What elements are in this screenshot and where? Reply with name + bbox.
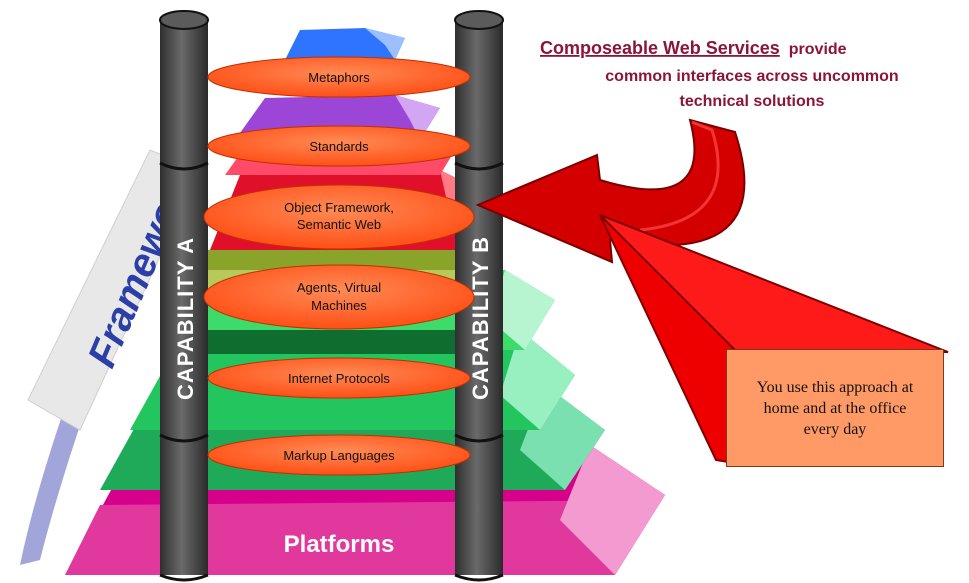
layer-olive [205,250,465,270]
note-text: You use this approach at home and at the… [756,378,914,438]
capability-a-label: CAPABILITY A [173,237,198,400]
curved-arrow [475,118,746,264]
caption-line1-suffix: provide [789,41,847,58]
internet-protocols-label: Internet Protocols [288,371,390,386]
caption: Composeable Web Services provide common … [540,38,899,110]
pillar-capability-a: CAPABILITY A [159,10,209,582]
caption-title: Composeable Web Services [540,38,780,58]
oval-internet-protocols: Internet Protocols [207,357,471,399]
caption-line2: common interfaces across uncommon [605,68,898,85]
oval-standards: Standards [207,125,471,167]
oval-markup-languages: Markup Languages [207,434,471,476]
oval-agents: Agents, Virtual Machines [203,264,475,330]
caption-line1: Composeable Web Services provide [540,38,847,58]
object-framework-label-line2: Semantic Web [297,217,381,232]
standards-label: Standards [309,139,369,154]
oval-metaphors: Metaphors [207,56,471,98]
markup-languages-label: Markup Languages [283,448,395,463]
object-framework-label-line1: Object Framework, [284,200,394,215]
agents-label-line1: Agents, Virtual [297,280,381,295]
note-box: You use this approach at home and at the… [726,349,944,467]
caption-line3: technical solutions [680,93,825,110]
capability-b-label: CAPABILITY B [468,236,493,400]
metaphors-label: Metaphors [308,70,370,85]
agents-label-line2: Machines [311,298,367,313]
platforms-label: Platforms [284,531,395,558]
oval-object-framework: Object Framework, Semantic Web [203,184,475,250]
